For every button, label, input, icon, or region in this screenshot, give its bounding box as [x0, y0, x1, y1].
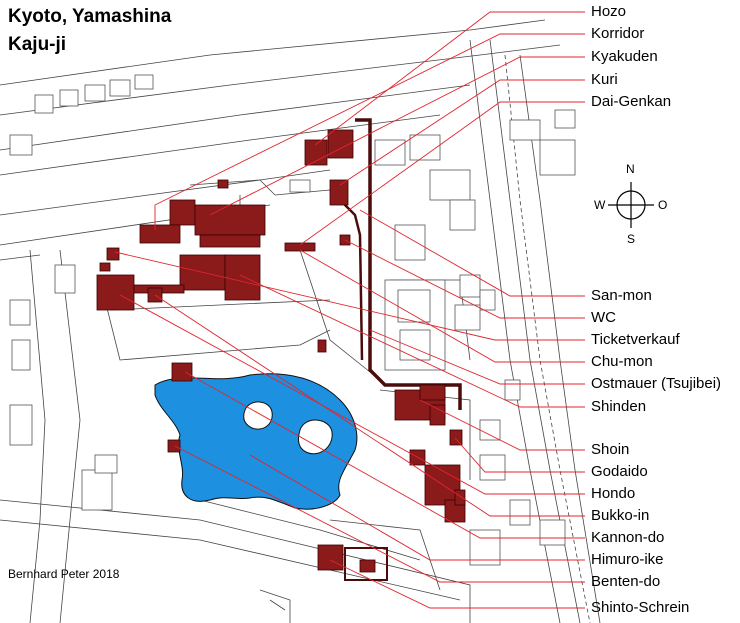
label-korridor: Korridor [591, 25, 645, 42]
building-kyakuden-2 [194, 204, 266, 236]
label-dai-genkan: Dai-Genkan [591, 93, 672, 110]
building-benten-do [167, 439, 181, 453]
building-west [96, 274, 135, 311]
building-kuri [329, 179, 349, 206]
label-kyakuden: Kyakuden [591, 48, 658, 65]
label-san-mon: San-mon [591, 287, 652, 304]
building-daigenkan [284, 242, 316, 252]
building-small-2 [106, 247, 120, 261]
label-shoin: Shoin [591, 441, 630, 458]
building-shinto-1 [317, 544, 344, 571]
label-shinto-schrein: Shinto-Schrein [591, 599, 690, 616]
map-title-city: Kyoto, Yamashina [8, 6, 172, 27]
label-kuri: Kuri [591, 71, 618, 88]
building-corridor [199, 234, 261, 248]
building-shoin-2 [419, 384, 446, 401]
label-shinden: Shinden [591, 398, 647, 415]
building-shoin-3 [429, 404, 446, 426]
leader-lines [114, 11, 585, 609]
building-small-4 [217, 179, 229, 189]
building-small-5 [317, 339, 327, 353]
pond-island-1 [243, 401, 273, 430]
building-shinden [179, 254, 226, 291]
label-hondo: Hondo [591, 485, 636, 502]
author-credit: Bernhard Peter 2018 [8, 567, 120, 581]
building-shinden-2 [224, 254, 261, 301]
compass-west: W [594, 198, 606, 212]
compass-north: N [626, 162, 635, 176]
compass-south: S [627, 232, 636, 246]
building-godaido [449, 429, 463, 446]
label-ostmauer: Ostmauer (Tsujibei) [591, 375, 722, 392]
compass-rose-icon [608, 182, 654, 228]
label-benten-do: Benten-do [591, 573, 661, 590]
label-hozo: Hozo [591, 3, 627, 20]
map-title-temple: Kaju-ji [8, 34, 67, 55]
temple-buildings [96, 129, 466, 573]
building-himuro-small [171, 362, 193, 382]
building-kyakuden [169, 199, 196, 226]
sanmon-wall-segment [338, 184, 364, 361]
building-small-3 [99, 262, 111, 272]
label-bukko-in: Bukko-in [591, 507, 650, 524]
building-hozo [304, 139, 328, 166]
label-ticketverkauf: Ticketverkauf [591, 331, 680, 348]
building-korridor-block [139, 224, 181, 244]
shinto-enclosure [344, 547, 388, 581]
label-kannon-do: Kannon-do [591, 529, 665, 546]
neighborhood-houses [9, 74, 576, 566]
street-lines [0, 19, 601, 623]
ostmauer-wall [355, 118, 462, 410]
label-chu-mon: Chu-mon [591, 353, 653, 370]
label-wc: WC [591, 309, 616, 326]
label-himuro-ike: Himuro-ike [591, 551, 664, 568]
building-shinto-2 [359, 559, 376, 573]
building-kannondo [454, 489, 466, 506]
himuro-ike-pond [154, 373, 358, 510]
label-godaido: Godaido [591, 463, 648, 480]
compass-east: O [658, 198, 668, 212]
